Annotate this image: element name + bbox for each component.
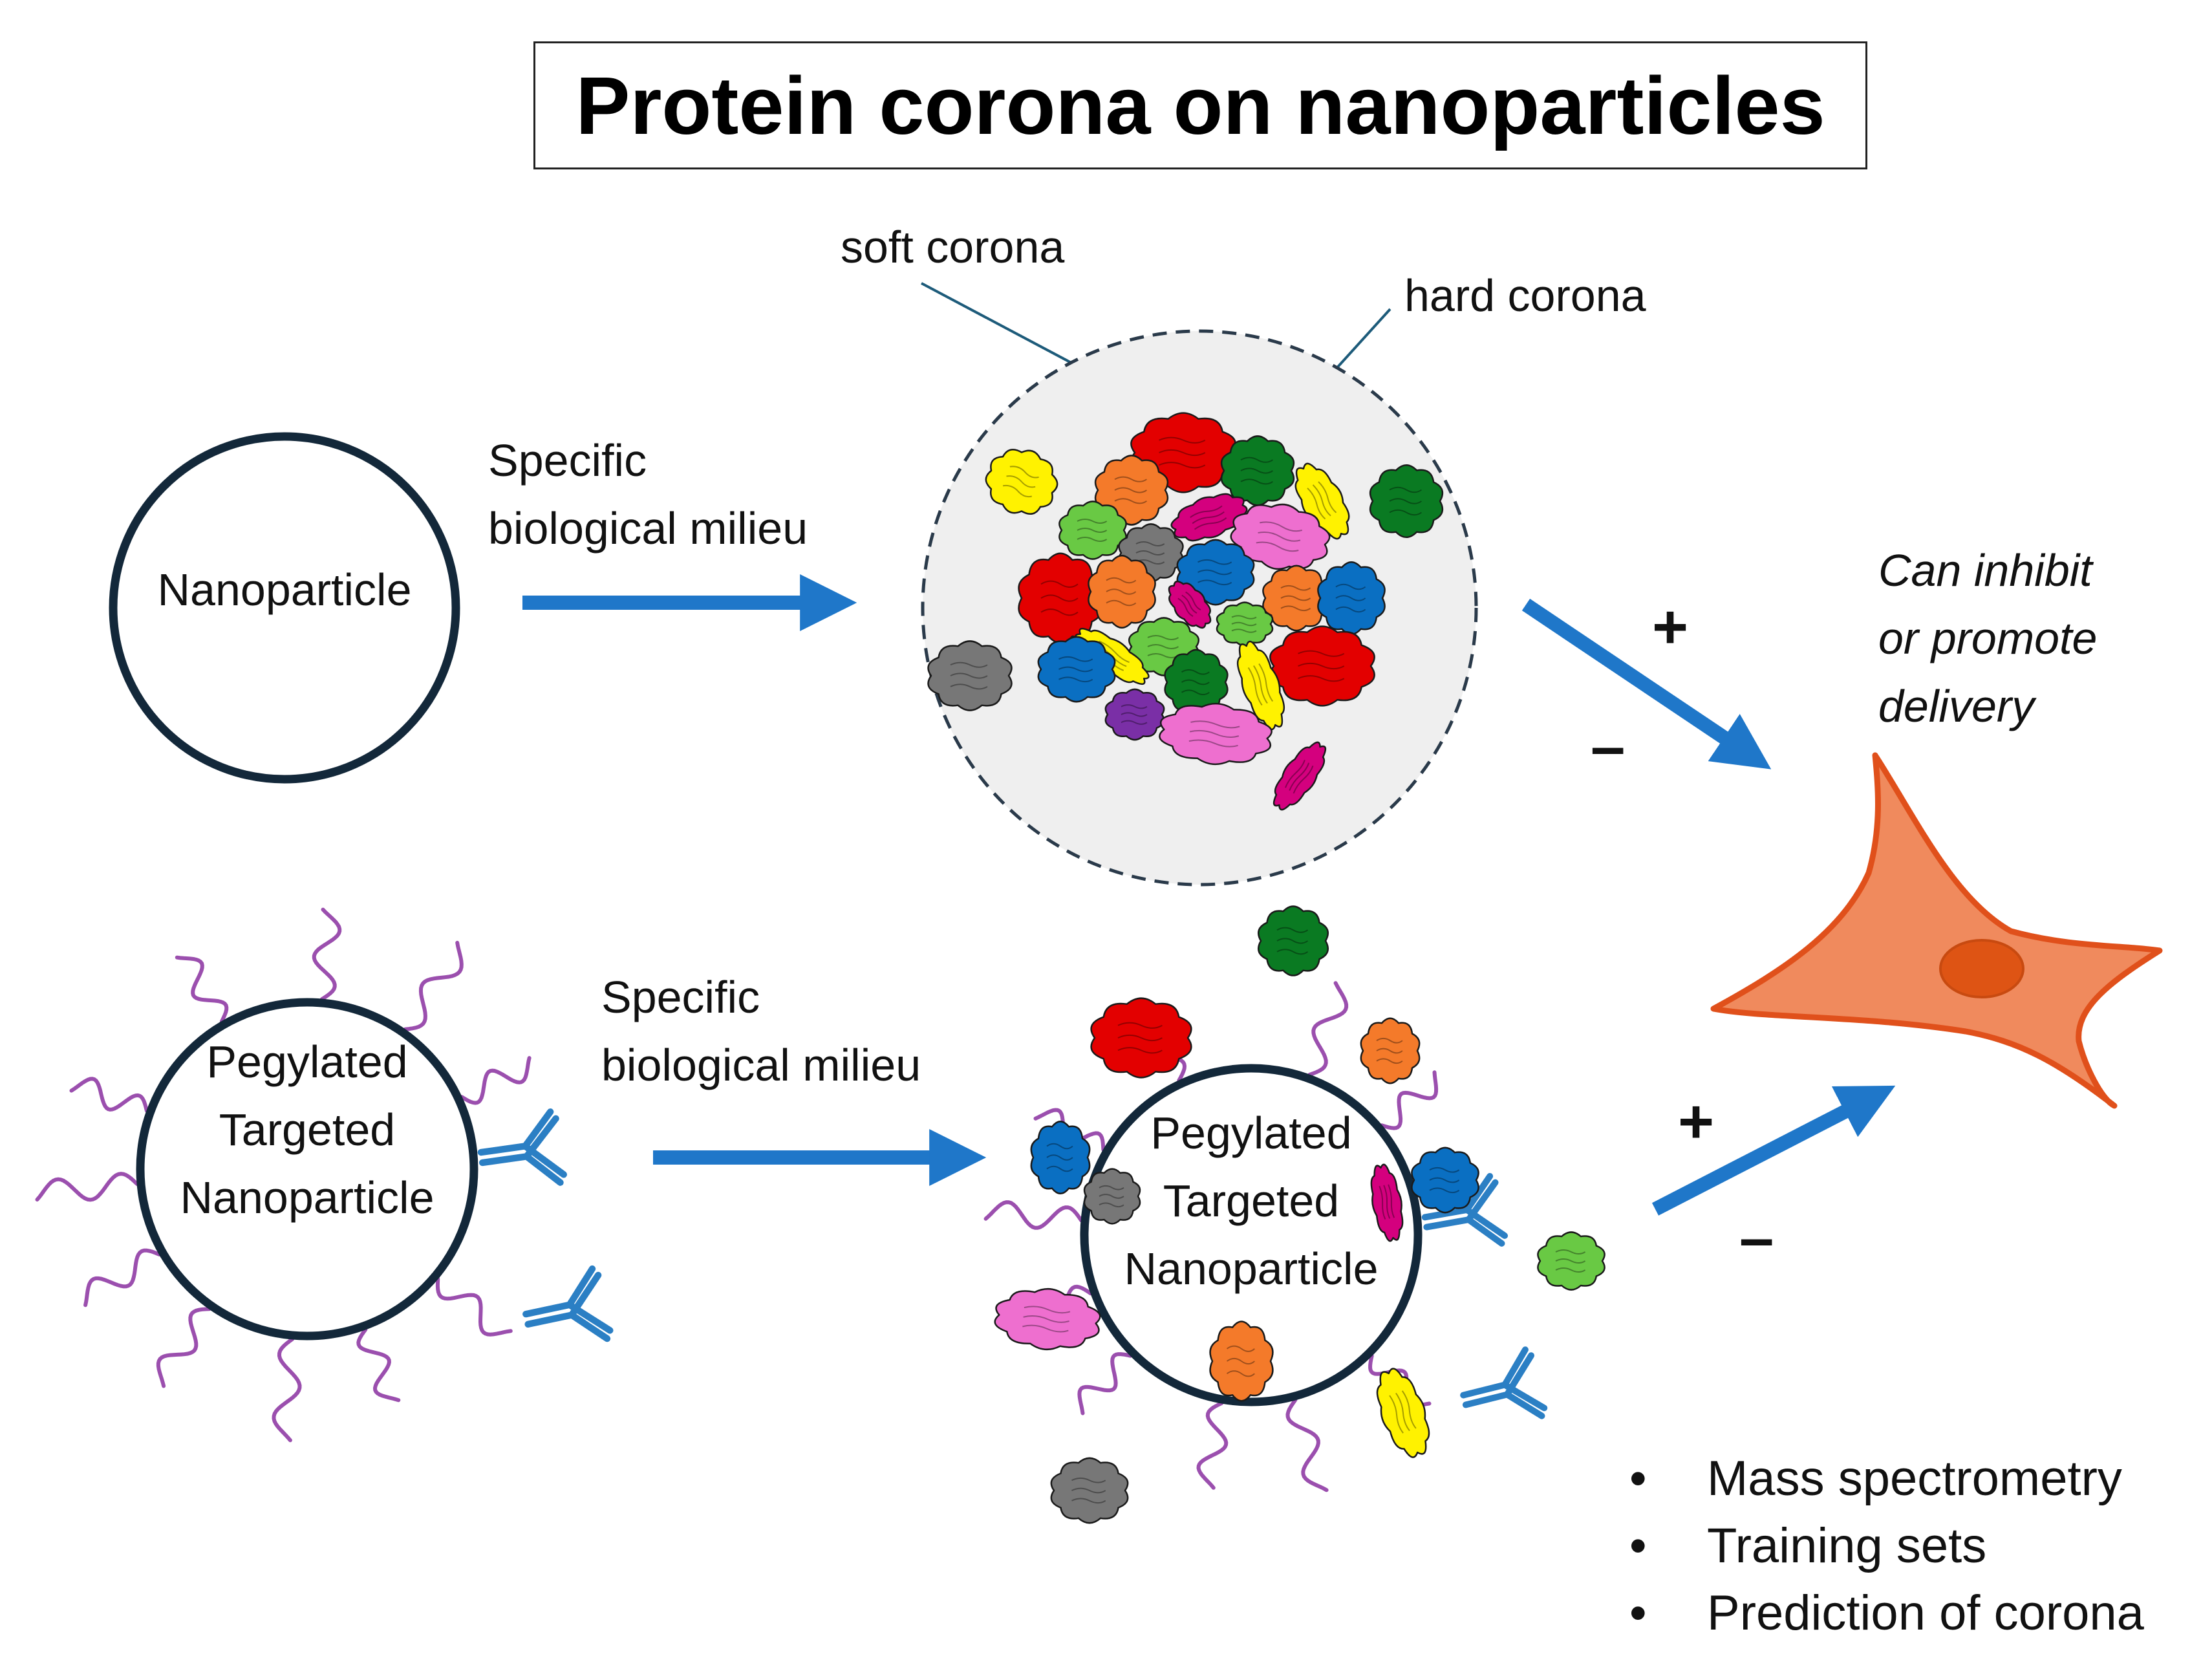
- bottom-plus-sign: +: [1678, 1087, 1715, 1156]
- antibody-icon: [1460, 1346, 1548, 1419]
- pegylated-nanoparticle-circle-left: [136, 998, 478, 1341]
- peg-chain: [175, 955, 229, 1024]
- peg-chain: [156, 1307, 211, 1388]
- diagram-title: Protein corona on nanoparticles: [575, 59, 1825, 151]
- top-plus-sign: +: [1652, 592, 1689, 662]
- bullet-item: Training sets: [1629, 1513, 2144, 1580]
- soft-corona-leader-line: [921, 282, 1080, 369]
- peg-right-label-line1: Pegylated: [1150, 1108, 1352, 1158]
- protein-blob: [1411, 1147, 1479, 1214]
- bottom-minus-sign: –: [1739, 1203, 1774, 1273]
- protein-blob: [1360, 1017, 1421, 1084]
- protein-blob: [1058, 501, 1127, 560]
- milieu-top-label-line2: biological milieu: [488, 503, 808, 554]
- protein-blob: [1370, 1163, 1404, 1242]
- protein-blob: [1376, 1368, 1430, 1458]
- milieu-bottom-label-line1: Specific: [601, 972, 760, 1022]
- nanoparticle-circle: [109, 432, 460, 784]
- peg-chain: [1196, 1401, 1229, 1490]
- protein-blob: [1317, 561, 1386, 636]
- peg-chain: [435, 1276, 513, 1337]
- protein-blob: [1272, 741, 1327, 811]
- peg-left-label-line1: Pegylated: [206, 1037, 408, 1087]
- arrow-corona-to-cell: [1521, 598, 1772, 770]
- protein-blob: [1537, 1231, 1605, 1291]
- peg-right-label-line2: Targeted: [1163, 1176, 1340, 1226]
- title-box: Protein corona on nanoparticles: [533, 41, 1867, 169]
- peg-chain: [1307, 981, 1349, 1077]
- cell-nucleus: [1939, 939, 2024, 998]
- top-minus-sign: –: [1591, 712, 1626, 781]
- peg-chains-left: [35, 907, 532, 1443]
- protein-blob: [1037, 636, 1116, 703]
- protein-blob: [985, 448, 1058, 515]
- peg-chain: [83, 1248, 162, 1308]
- protein-blob: [1262, 565, 1331, 632]
- protein-blob: [1216, 601, 1274, 647]
- peg-chain: [1380, 1070, 1439, 1130]
- cell-body: [1710, 752, 2163, 1109]
- protein-blob: [1176, 539, 1255, 606]
- protein-blob: [1090, 997, 1192, 1079]
- protein-blob: [1294, 462, 1350, 540]
- peg-chain: [460, 1056, 532, 1105]
- protein-blob: [1209, 1320, 1274, 1402]
- milieu-bottom-label-line2: biological milieu: [601, 1040, 921, 1090]
- protein-blob: [1050, 1457, 1129, 1524]
- protein-blob: [1369, 464, 1444, 539]
- bullet-item: Prediction of corona: [1629, 1580, 2144, 1647]
- hard-corona-label: hard corona: [1404, 270, 1646, 321]
- antibody-icon: [477, 1108, 567, 1186]
- soft-corona-label: soft corona: [841, 222, 1065, 272]
- peg-chain: [1285, 1398, 1329, 1492]
- milieu-top-label-line1: Specific: [488, 435, 647, 486]
- protein-blob: [1269, 625, 1375, 707]
- pegylated-nanoparticle-circle-right: [1080, 1064, 1423, 1406]
- protein-blob: [1257, 905, 1329, 976]
- protein-blob: [1236, 640, 1285, 731]
- peg-chain: [272, 1337, 302, 1443]
- protein-blob: [1168, 580, 1212, 629]
- antibody-icon: [1421, 1172, 1509, 1247]
- nanoparticle-label: Nanoparticle: [157, 565, 412, 615]
- peg-chain: [35, 1172, 139, 1202]
- peg-chain: [69, 1077, 149, 1113]
- protein-blob: [1104, 688, 1165, 741]
- antibody-icon: [522, 1265, 614, 1342]
- protein-blob: [1159, 702, 1272, 766]
- protein-blob: [1088, 554, 1156, 629]
- peg-left-label-line2: Targeted: [219, 1104, 396, 1155]
- peg-chain: [312, 907, 342, 1001]
- peg-chain: [356, 1328, 401, 1403]
- bullet-item: Mass spectrometry: [1629, 1445, 2144, 1513]
- effect-label-line3: delivery: [1878, 681, 2035, 731]
- effect-label-line2: or promote: [1878, 613, 2098, 663]
- peg-chain: [983, 1200, 1083, 1230]
- methods-bullet-list: Mass spectrometry Training sets Predicti…: [1629, 1445, 2144, 1647]
- protein-blob: [994, 1288, 1101, 1350]
- peg-chain: [403, 940, 464, 1031]
- protein-blob: [1220, 435, 1295, 506]
- effect-label-line1: Can inhibit: [1878, 545, 2092, 596]
- protein-blob: [1030, 1120, 1091, 1195]
- peg-right-label-line3: Nanoparticle: [1124, 1244, 1379, 1294]
- peg-chain: [1077, 1352, 1133, 1416]
- protein-blob: [1170, 493, 1248, 542]
- peg-left-label-line3: Nanoparticle: [180, 1172, 435, 1223]
- protein-blob: [1083, 1168, 1141, 1225]
- protein-blob: [927, 640, 1013, 711]
- arrow-coated-to-cell: [1651, 1085, 1896, 1216]
